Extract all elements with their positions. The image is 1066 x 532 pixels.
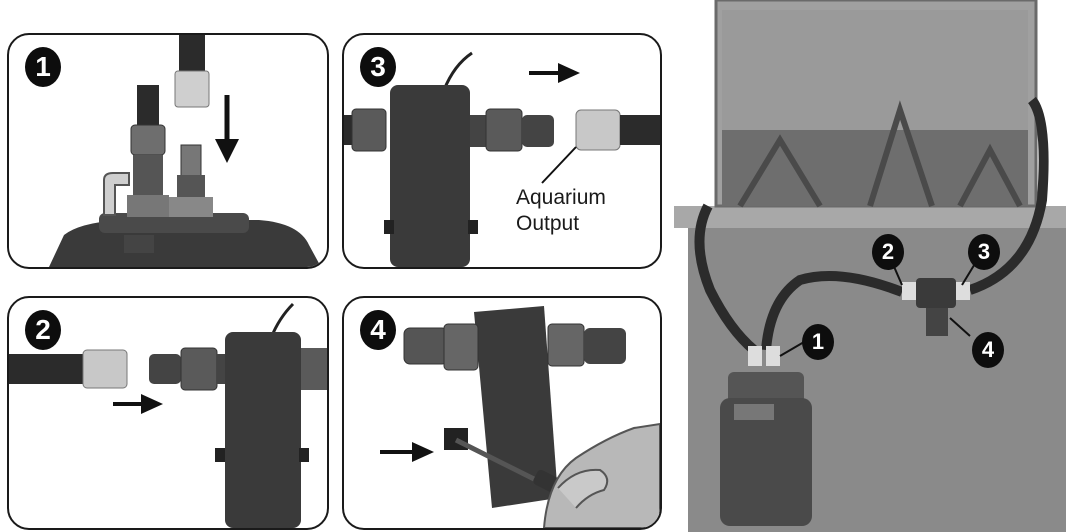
step-4-badge: 4 xyxy=(360,310,396,350)
step-3-panel: 3 Aquarium Output xyxy=(342,33,662,269)
step-3-illustration xyxy=(344,51,660,267)
overview-callout-1: 1 xyxy=(802,324,834,360)
overview-callout-4: 4 xyxy=(972,332,1004,368)
arrow-right-icon xyxy=(529,63,580,83)
aquarium-output-label-line1: Aquarium xyxy=(516,186,606,209)
step-1-badge: 1 xyxy=(25,47,61,87)
step-2-badge: 2 xyxy=(25,310,61,350)
arrow-right-icon xyxy=(380,442,434,462)
step-4-illustration xyxy=(380,306,660,528)
overview-callout-3: 3 xyxy=(968,234,1000,270)
step-3-badge: 3 xyxy=(360,47,396,87)
arrow-down-icon xyxy=(215,95,239,163)
overview-callout-2: 2 xyxy=(872,234,904,270)
step-4-panel: 4 xyxy=(342,296,662,530)
aquarium-output-label-line2: Output xyxy=(516,212,580,235)
step-2-illustration xyxy=(9,302,327,528)
arrow-right-icon xyxy=(113,394,163,414)
step-1-illustration xyxy=(49,35,321,267)
aquarium-setup-overview xyxy=(674,0,1066,532)
step-2-panel: 2 xyxy=(7,296,329,530)
step-1-panel: 1 xyxy=(7,33,329,269)
hand-icon xyxy=(542,422,660,528)
